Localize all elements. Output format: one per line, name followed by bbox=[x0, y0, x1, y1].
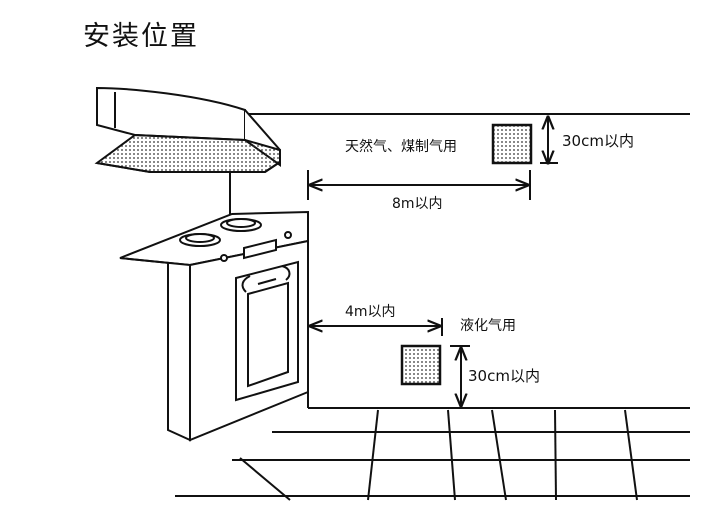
natural-gas-label: 天然气、煤制气用 bbox=[345, 138, 457, 155]
range-hood bbox=[94, 86, 281, 218]
height-bottom-label: 30cm以内 bbox=[468, 367, 540, 385]
gas-detector-bottom bbox=[400, 344, 442, 386]
height-top-label: 30cm以内 bbox=[562, 132, 634, 150]
distance-8m-label: 8m以内 bbox=[392, 196, 443, 212]
stove bbox=[119, 210, 309, 442]
lpg-label: 液化气用 bbox=[460, 318, 516, 334]
floor-tiles bbox=[175, 409, 690, 501]
distance-4m-label: 4m以内 bbox=[345, 304, 396, 320]
room-lines bbox=[245, 113, 690, 409]
gas-detector-top bbox=[491, 123, 533, 165]
height-dimension-bottom bbox=[450, 345, 470, 406]
page-title: 安装位置 bbox=[83, 21, 199, 52]
distance-dimension-4m bbox=[310, 318, 443, 336]
distance-dimension-8m bbox=[307, 170, 531, 200]
height-dimension-top bbox=[540, 117, 558, 163]
